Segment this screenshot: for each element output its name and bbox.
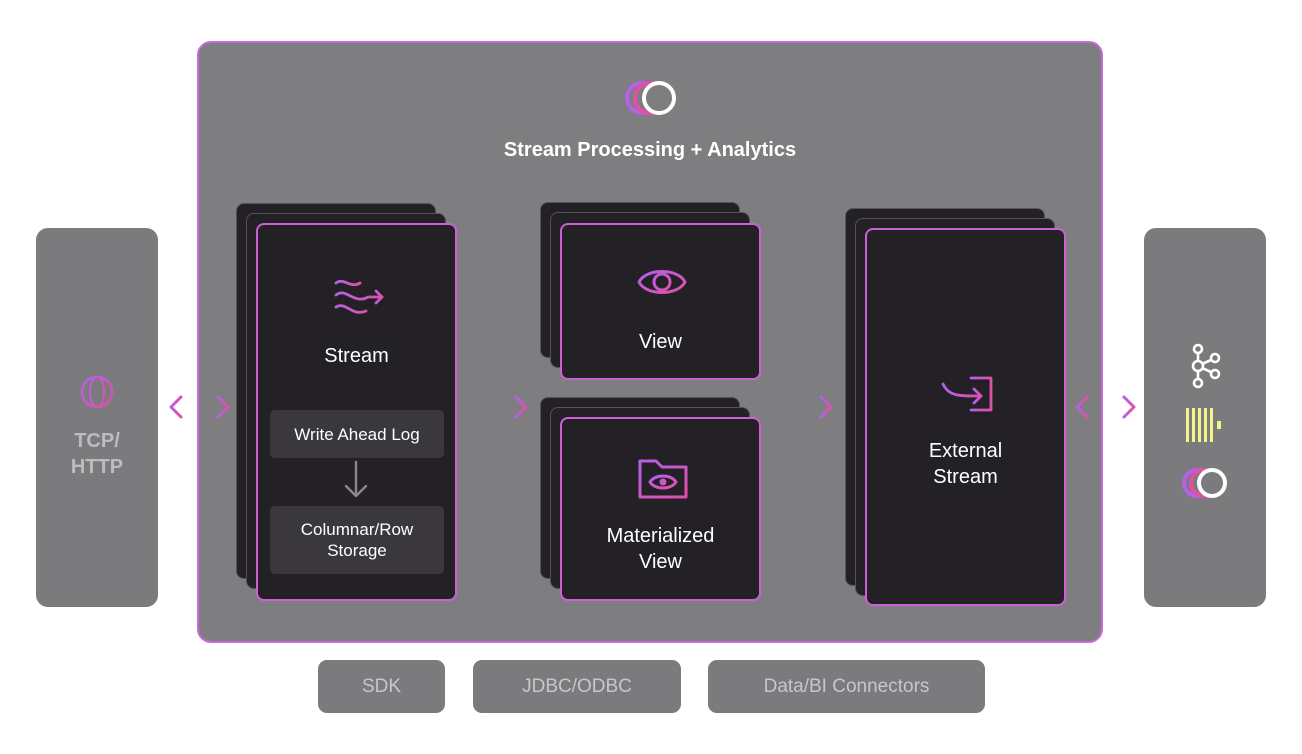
kafka-icon [1191,343,1221,389]
jdbc-odbc-pill[interactable]: JDBC/ODBC [473,660,681,713]
eye-icon [637,270,687,294]
bidirectional-arrow-right [1075,395,1136,419]
right-sink-panel [1144,228,1266,607]
logo-rings-icon [625,81,676,115]
source-label-line2: HTTP [70,456,124,478]
external-stream-card[interactable]: External Stream [865,228,1066,606]
storage-line2: Storage [327,541,387,560]
write-ahead-log-box: Write Ahead Log [270,410,444,458]
folder-eye-icon [638,459,688,499]
logo-rings-icon [1182,468,1227,498]
view-label: View [639,331,682,353]
storage-line1: Columnar/Row [300,520,414,539]
down-arrow-icon [344,460,368,498]
materialized-view-label: Materialized View [562,523,759,575]
arrow-stream-to-view [470,395,528,419]
barcode-icon [1186,408,1221,442]
sdk-pill[interactable]: SDK [318,660,445,713]
bidirectional-arrow-left [169,395,230,419]
arrow-view-to-external [775,395,833,419]
left-source-panel: TCP/ HTTP [36,228,158,607]
external-stream-label: External Stream [867,438,1064,490]
stream-card[interactable]: Stream Write Ahead Log Columnar/Row Stor… [256,223,457,601]
materialized-view-card[interactable]: Materialized View [560,417,761,601]
globe-icon [80,375,114,409]
data-bi-connectors-pill[interactable]: Data/BI Connectors [708,660,985,713]
external-stream-line2: Stream [933,466,998,488]
stream-waves-icon [334,279,384,314]
materialized-view-line1: Materialized [606,525,715,547]
view-card[interactable]: View [560,223,761,380]
main-title: Stream Processing + Analytics [503,139,797,161]
materialized-view-line2: View [639,551,682,573]
stream-label: Stream [324,345,389,367]
external-stream-line1: External [928,440,1003,462]
columnar-row-storage-box: Columnar/Row Storage [270,506,444,574]
source-label-line1: TCP/ [74,430,120,452]
export-arrow-icon [941,376,993,412]
